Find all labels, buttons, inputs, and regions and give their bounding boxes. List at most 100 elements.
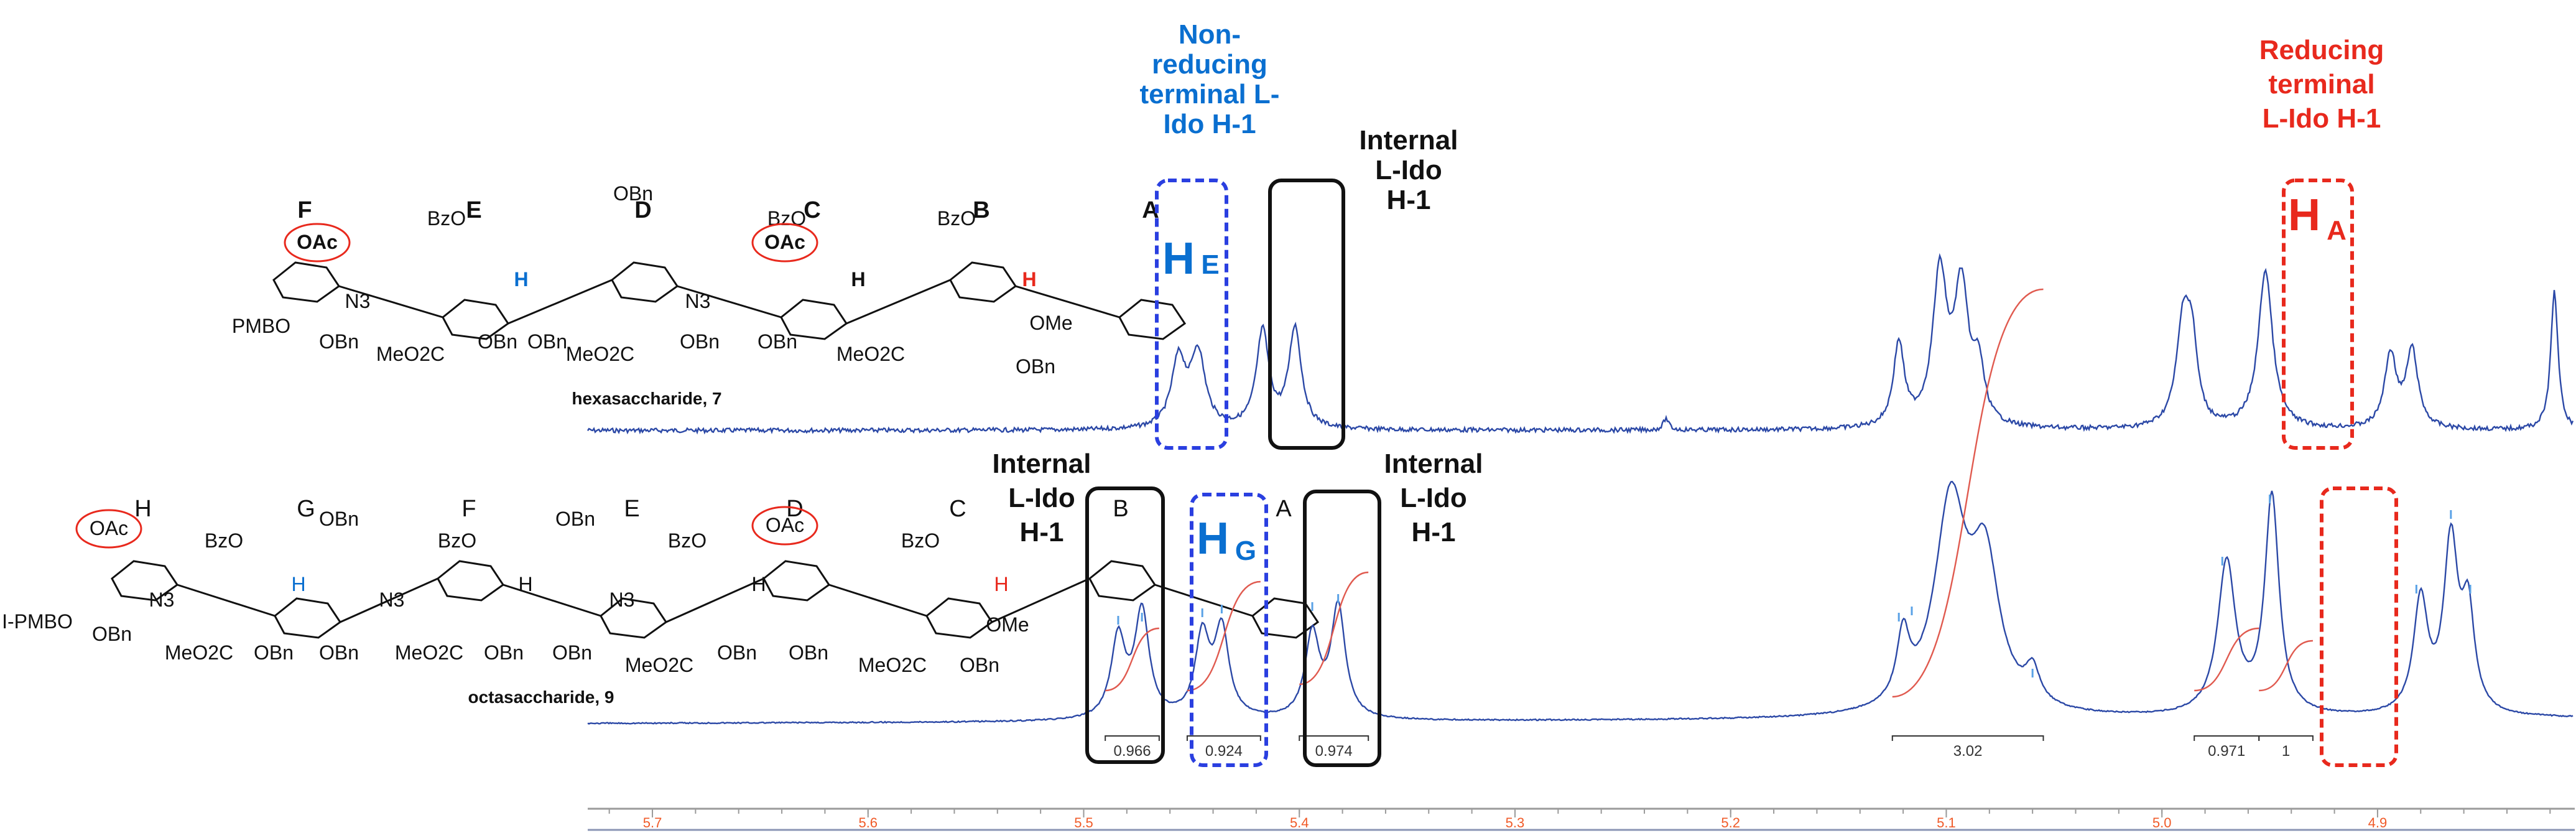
spectrum-line-1	[586, 253, 2574, 435]
integral-curve	[2194, 627, 2259, 692]
octa-substituent: OBn	[92, 623, 132, 645]
glycosidic-bond	[677, 285, 782, 319]
hexa-substituent: OAc	[297, 231, 338, 253]
octa-substituent: N3	[149, 589, 175, 611]
hexa-substituent: H	[1022, 268, 1036, 291]
nmr-spectra	[586, 253, 2574, 725]
sugar-ring	[1088, 560, 1157, 602]
hexa-caption: hexasaccharide, 7	[572, 389, 721, 408]
sugar-ring	[274, 597, 342, 639]
nonreducing-label: Non-	[1179, 19, 1241, 50]
integral-value: 3.02	[1953, 743, 1983, 760]
residue-letter: G	[297, 496, 315, 522]
internal-left-label: L-Ido	[1008, 483, 1075, 513]
sugar-ring	[925, 597, 994, 639]
residue-letter: A	[1276, 496, 1292, 522]
octa-substituent: BzO	[901, 529, 940, 552]
octa-oac-circle	[75, 509, 142, 549]
octa-substituent: MeO2C	[858, 654, 927, 676]
octa-substituent: OAc	[766, 514, 804, 536]
hexa-substituent: H	[851, 268, 865, 291]
tick-label: 5.3	[1506, 815, 1525, 831]
nonreducing-label: Ido H-1	[1163, 109, 1256, 139]
octa-substituent: OBn	[319, 641, 359, 664]
internal-top-box	[1268, 179, 1345, 450]
glycosidic-bond	[503, 584, 601, 617]
internal-left-label: Internal	[993, 449, 1091, 479]
residue-letter: B	[973, 197, 989, 223]
hexa-oac-circle	[751, 223, 818, 263]
ha-subscript: A	[2327, 215, 2347, 246]
hexa-substituent: N3	[345, 290, 371, 312]
octa-substituent: N3	[609, 589, 635, 611]
glycosidic-bond	[177, 584, 276, 617]
internal-right-box	[1303, 490, 1381, 767]
glycosidic-bond	[991, 577, 1090, 623]
hg-dashed-box	[1190, 493, 1268, 767]
sugar-ring	[611, 261, 679, 303]
hexa-substituent: MeO2C	[836, 343, 905, 365]
hexa-substituent: OMe	[1029, 312, 1072, 334]
internal-left-label: H-1	[1020, 517, 1064, 547]
hg-subscript: G	[1235, 536, 1256, 566]
octa-substituent: MeO2C	[165, 641, 233, 664]
internal-top-label: Internal	[1360, 125, 1458, 156]
sugar-ring	[1251, 597, 1320, 639]
octa-caption: octasaccharide, 9	[468, 687, 614, 707]
tick-label: 5.0	[2152, 815, 2172, 831]
sugar-ring	[272, 261, 341, 303]
internal-right-label: L-Ido	[1400, 483, 1467, 513]
nonreducing-label: terminal L-	[1140, 79, 1280, 109]
residue-letter: C	[804, 197, 820, 223]
hexa-substituent: OAc	[764, 231, 805, 253]
integral-curve	[1892, 288, 2044, 698]
he-label: H	[1162, 234, 1195, 284]
hexa-substituent: OBn	[478, 330, 517, 353]
internal-right-label: Internal	[1384, 449, 1483, 479]
residue-letter: F	[297, 197, 312, 223]
glycosidic-bond	[828, 584, 927, 617]
glycosidic-bond	[507, 279, 613, 325]
octa-substituent: I-PMBO	[2, 610, 73, 633]
residue-letter: B	[1113, 496, 1128, 522]
tick-label: 5.2	[1721, 815, 1740, 831]
integral-bracket	[1186, 735, 1261, 741]
integral-bracket	[1891, 735, 2044, 741]
hexa-substituent: BzO	[427, 207, 466, 230]
internal-right-label: H-1	[1412, 517, 1456, 547]
internal-left-box	[1085, 486, 1165, 764]
octa-substituent: BzO	[668, 529, 707, 552]
hexa-substituent: BzO	[937, 207, 976, 230]
tick-label: 5.5	[1074, 815, 1093, 831]
integral-curve	[2259, 640, 2313, 692]
residue-letter: D	[634, 197, 651, 223]
glycosidic-bond	[846, 279, 951, 325]
hexa-substituent: OBn	[613, 182, 653, 205]
hg-label: H	[1197, 514, 1229, 564]
octa-substituent: BzO	[438, 529, 476, 552]
tick-label: 5.4	[1290, 815, 1309, 831]
octa-substituent: MeO2C	[625, 654, 693, 676]
reducing-label: L-Ido H-1	[2263, 103, 2381, 134]
glycosidic-bond	[338, 285, 443, 319]
glycosidic-bond	[340, 577, 438, 623]
hexa-oac-circle	[284, 223, 351, 263]
hexa-substituent: PMBO	[232, 315, 290, 337]
octa-substituent: OBn	[789, 641, 828, 664]
integral-value: 0.966	[1113, 743, 1151, 760]
integral-bracket	[1105, 735, 1160, 741]
integral-bracket	[2258, 735, 2314, 741]
spectrum-line-2	[587, 480, 2574, 725]
sugar-ring	[437, 560, 505, 602]
residue-letter: E	[624, 496, 639, 522]
hexa-substituent: OBn	[1016, 355, 1055, 378]
hexa-substituent: OBn	[527, 330, 567, 353]
nonreducing-label: reducing	[1152, 49, 1267, 80]
ha-lower-dashed-box	[2320, 486, 2398, 767]
octa-substituent: OBn	[555, 508, 595, 530]
octa-substituent: OMe	[986, 613, 1029, 636]
